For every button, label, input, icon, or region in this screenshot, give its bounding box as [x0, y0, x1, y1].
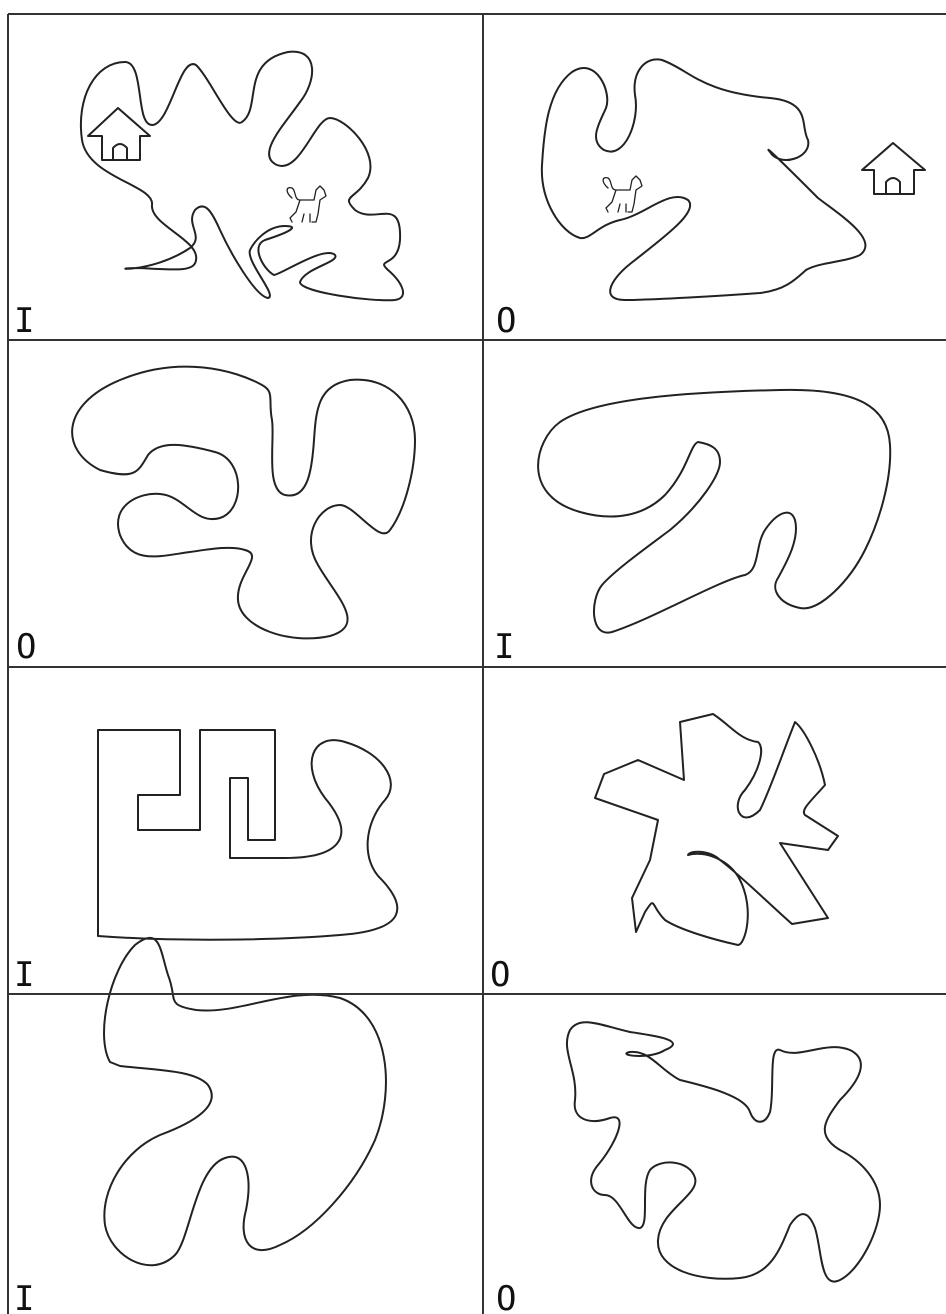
cell-8-label: O — [496, 1279, 516, 1314]
grid — [8, 14, 946, 1314]
cell-7-maze — [104, 938, 386, 1266]
cell-1-maze — [81, 52, 403, 301]
cell-1-label: I — [14, 301, 34, 341]
maze-outline — [98, 730, 397, 940]
house-icon — [862, 143, 925, 194]
cell-6-label: O — [490, 955, 510, 995]
maze-outline — [538, 390, 890, 633]
cell-2-label: O — [496, 301, 516, 341]
dog-icon — [287, 186, 326, 222]
cell-5-label: I — [14, 955, 34, 995]
maze-outline — [542, 59, 866, 300]
cell-6-maze — [595, 714, 838, 945]
maze-outline — [567, 1022, 880, 1281]
cell-5-maze — [98, 730, 397, 940]
cell-4-maze — [538, 390, 890, 633]
cell-7-label: I — [14, 1279, 34, 1314]
dog-icon — [603, 176, 642, 212]
house-icon — [88, 108, 150, 160]
cell-8-maze — [567, 1022, 880, 1281]
cell-4-label: I — [494, 627, 514, 667]
maze-outline — [595, 714, 838, 945]
maze-outline — [72, 367, 415, 639]
maze-outline — [81, 52, 403, 301]
cell-3-label: O — [16, 627, 36, 667]
maze-outline — [104, 938, 386, 1266]
cell-3-maze — [72, 367, 415, 639]
cell-2-maze — [542, 59, 925, 300]
